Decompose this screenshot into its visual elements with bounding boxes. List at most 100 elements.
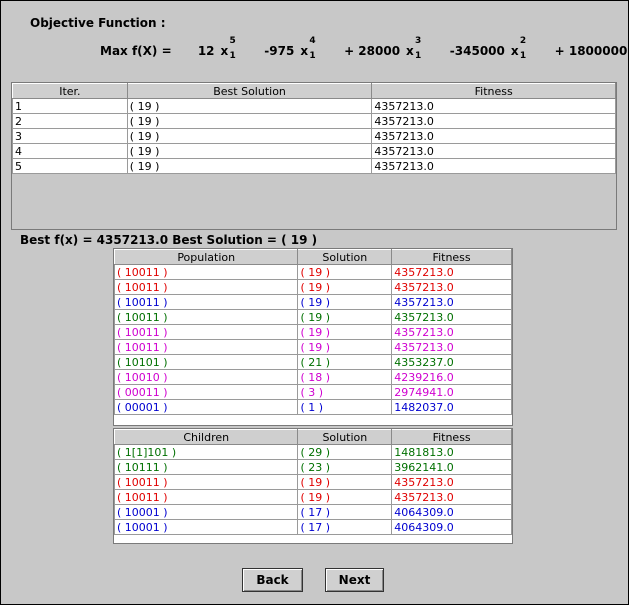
table-cell: ( 3 ) — [297, 384, 393, 400]
table-row[interactable]: ( 10011 )( 19 )4357213.0 — [113, 279, 512, 295]
table-row[interactable]: ( 10001 )( 17 )4064309.0 — [113, 504, 512, 520]
table-row[interactable]: ( 10010 )( 18 )4239216.0 — [113, 369, 512, 385]
table-cell: 4357213.0 — [371, 98, 616, 114]
table-cell: ( 21 ) — [297, 354, 393, 370]
table-cell: ( 19 ) — [126, 143, 373, 159]
table-row[interactable]: ( 00001 )( 1 )1482037.0 — [113, 399, 512, 415]
table-row[interactable]: 4( 19 )4357213.0 — [12, 143, 616, 159]
term-coefficient: -345000 — [449, 44, 505, 58]
back-button[interactable]: Back — [242, 568, 303, 592]
column-header[interactable]: Solution — [297, 249, 393, 265]
next-button[interactable]: Next — [325, 568, 384, 592]
table-row[interactable]: ( 10011 )( 19 )4357213.0 — [113, 489, 512, 505]
table-cell: 1482037.0 — [391, 399, 512, 415]
table-row[interactable]: 3( 19 )4357213.0 — [12, 128, 616, 144]
variable-symbol: x — [510, 44, 519, 58]
variable-exponent: 2 — [519, 36, 527, 46]
table-cell: ( 19 ) — [126, 158, 373, 174]
table-row[interactable]: ( 10011 )( 19 )4357213.0 — [113, 324, 512, 340]
column-header[interactable]: Population — [113, 249, 299, 265]
table-row[interactable]: ( 10111 )( 23 )3962141.0 — [113, 459, 512, 475]
table-cell: 4357213.0 — [371, 158, 616, 174]
variable-exponent: 5 — [229, 36, 236, 46]
table-cell: ( 18 ) — [297, 369, 393, 385]
variable-subscript: 1 — [229, 51, 236, 61]
column-header[interactable]: Solution — [297, 429, 393, 445]
table-cell: ( 17 ) — [297, 519, 393, 535]
table-cell: ( 19 ) — [126, 98, 373, 114]
table-cell: ( 19 ) — [297, 489, 393, 505]
column-header[interactable]: Children — [113, 429, 299, 445]
table-cell: ( 10011 ) — [113, 309, 299, 325]
formula-prefix: Max f(X) = — [100, 44, 172, 58]
table-row[interactable]: ( 00011 )( 3 )2974941.0 — [113, 384, 512, 400]
table-cell: ( 10011 ) — [113, 339, 299, 355]
table-row[interactable]: ( 1[1]101 )( 29 )1481813.0 — [113, 444, 512, 460]
column-header[interactable]: Best Solution — [126, 83, 373, 99]
table-cell: 4357213.0 — [391, 279, 512, 295]
table-cell: ( 23 ) — [297, 459, 393, 475]
table-cell: ( 10011 ) — [113, 324, 299, 340]
table-row[interactable]: 1( 19 )4357213.0 — [12, 98, 616, 114]
table-cell: ( 10011 ) — [113, 294, 299, 310]
table-cell: 4357213.0 — [371, 113, 616, 129]
table-row[interactable]: 5( 19 )4357213.0 — [12, 158, 616, 174]
table-cell: 4357213.0 — [391, 309, 512, 325]
variable-subscript: 1 — [519, 51, 527, 61]
table-cell: ( 10011 ) — [113, 279, 299, 295]
variable-subscript: 1 — [309, 51, 316, 61]
table-row[interactable]: ( 10001 )( 17 )4064309.0 — [113, 519, 512, 535]
table-cell: ( 19 ) — [297, 279, 393, 295]
table-cell: ( 10011 ) — [113, 489, 299, 505]
variable-symbol: x — [220, 44, 229, 58]
term-coefficient: -975 — [264, 44, 295, 58]
column-header[interactable]: Fitness — [391, 429, 512, 445]
table-cell: 4357213.0 — [391, 294, 512, 310]
table-cell: 4353237.0 — [391, 354, 512, 370]
table-cell: ( 10001 ) — [113, 519, 299, 535]
best-result-summary: Best f(x) = 4357213.0 Best Solution = ( … — [20, 233, 318, 247]
table-cell: 4239216.0 — [391, 369, 512, 385]
table-cell: ( 19 ) — [297, 474, 393, 490]
table-cell: ( 1[1]101 ) — [113, 444, 299, 460]
table-cell: 1481813.0 — [391, 444, 512, 460]
table-cell: ( 10001 ) — [113, 504, 299, 520]
table-cell: ( 19 ) — [126, 128, 373, 144]
term-coefficient: + 1800000 — [554, 44, 628, 58]
table-cell: ( 00011 ) — [113, 384, 299, 400]
table-cell: 4357213.0 — [391, 489, 512, 505]
table-cell: 1 — [12, 98, 128, 114]
table-cell: 4064309.0 — [391, 504, 512, 520]
table-row[interactable]: ( 10011 )( 19 )4357213.0 — [113, 339, 512, 355]
column-header[interactable]: Iter. — [12, 83, 128, 99]
table-cell: 3962141.0 — [391, 459, 512, 475]
table-cell: 2 — [12, 113, 128, 129]
table-cell: 4357213.0 — [371, 143, 616, 159]
table-cell: 4357213.0 — [391, 324, 512, 340]
table-cell: ( 1 ) — [297, 399, 393, 415]
table-cell: ( 29 ) — [297, 444, 393, 460]
table-cell: ( 19 ) — [297, 309, 393, 325]
table-row[interactable]: ( 10011 )( 19 )4357213.0 — [113, 264, 512, 280]
table-cell: ( 10101 ) — [113, 354, 299, 370]
table-row[interactable]: ( 10011 )( 19 )4357213.0 — [113, 474, 512, 490]
table-row[interactable]: ( 10011 )( 19 )4357213.0 — [113, 294, 512, 310]
table-cell: ( 19 ) — [297, 324, 393, 340]
column-header[interactable]: Fitness — [391, 249, 512, 265]
table-row[interactable]: ( 10101 )( 21 )4353237.0 — [113, 354, 512, 370]
table-row[interactable]: 2( 19 )4357213.0 — [12, 113, 616, 129]
table-cell: 5 — [12, 158, 128, 174]
table-row[interactable]: ( 10011 )( 19 )4357213.0 — [113, 309, 512, 325]
table-cell: ( 19 ) — [126, 113, 373, 129]
column-header[interactable]: Fitness — [371, 83, 616, 99]
